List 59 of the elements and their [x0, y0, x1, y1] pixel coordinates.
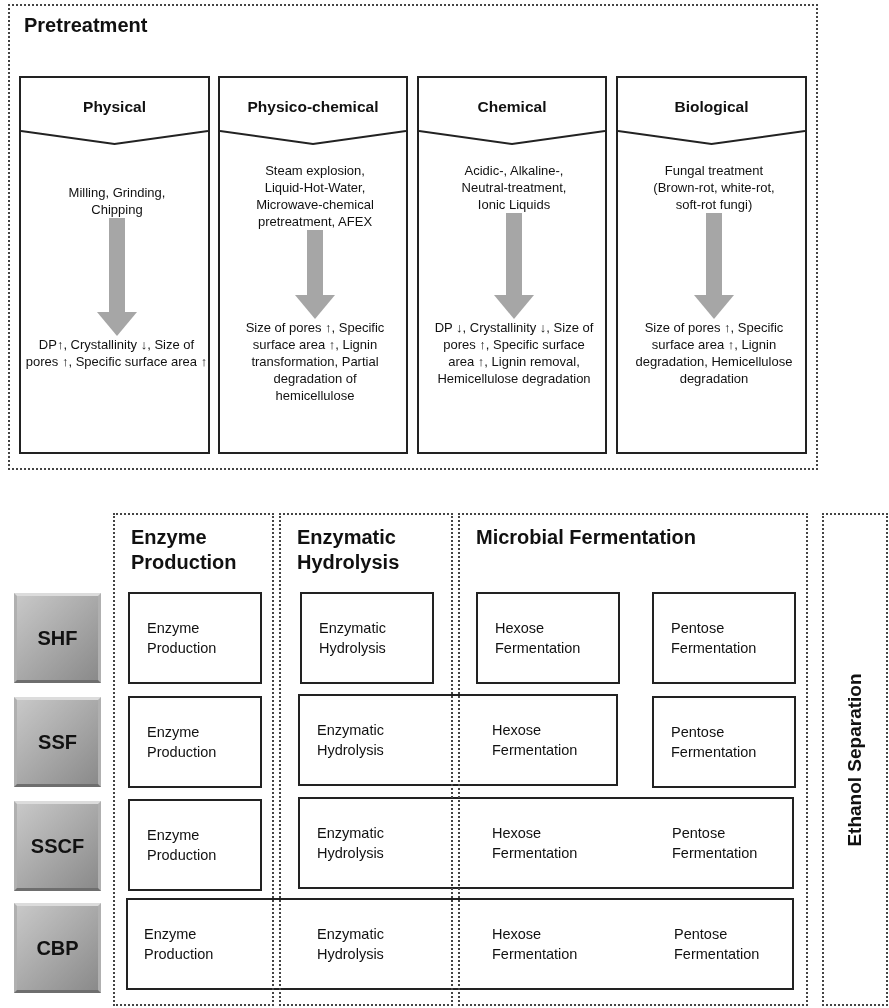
card-heading: Chemical	[476, 98, 548, 116]
process-box	[652, 592, 796, 684]
category-card	[616, 76, 807, 454]
card-heading: Biological	[673, 98, 750, 116]
box-text: Enzymatic Hydrolysis	[317, 925, 384, 964]
description-text: Steam explosion, Liquid-Hot-Water, Microwave-chemical pretreatment, AFEX	[250, 162, 380, 230]
column-heading: Enzymatic Hydrolysis	[297, 525, 401, 575]
box-text: Hexose Fermentation	[495, 619, 581, 658]
box-text: Enzymatic Hydrolysis	[317, 721, 384, 760]
column-heading: Enzyme Production	[131, 525, 238, 575]
column-heading: Ethanol Separation	[844, 672, 866, 847]
description-text: Size of pores ↑, Specific surface area ↑, Lignin degradation, Hemicellulose degradation	[634, 319, 794, 387]
description-text: DP ↓, Crystallinity ↓, Size of pores ↑, Specific surface area ↑, Lignin removal, Hemicellulose degradation	[434, 319, 594, 387]
block-arrow	[295, 230, 335, 319]
box-text: Enzyme Production	[147, 826, 217, 865]
process-box	[128, 696, 262, 788]
description-text: Milling, Grinding, Chipping	[61, 184, 173, 218]
process-box	[300, 592, 434, 684]
scheme-tile: SSF	[14, 697, 101, 787]
card-heading: Physical	[82, 98, 147, 116]
category-card	[19, 76, 210, 454]
stage-column	[822, 513, 888, 1006]
scheme-tile: SHF	[14, 593, 101, 683]
card-heading: Physico-chemical	[246, 98, 380, 116]
process-box	[652, 696, 796, 788]
stage-column	[113, 513, 274, 1006]
scheme-tile: SSCF	[14, 801, 101, 891]
block-arrow	[494, 213, 534, 319]
box-text: Pentose Fermentation	[672, 824, 758, 863]
stage-column	[458, 513, 808, 1006]
box-text: Hexose Fermentation	[492, 824, 578, 863]
process-box	[298, 694, 618, 786]
block-arrow	[97, 218, 137, 336]
description-text: Fungal treatment (Brown-rot, white-rot, soft-rot fungi)	[644, 162, 784, 213]
box-text: Hexose Fermentation	[492, 925, 578, 964]
box-text: Enzymatic Hydrolysis	[319, 619, 386, 658]
description-text: Size of pores ↑, Specific surface area ↑, Lignin transformation, Partial degradation of hemicellulose	[235, 319, 395, 404]
box-text: Pentose Fermentation	[671, 723, 757, 762]
scheme-tile: CBP	[14, 903, 101, 993]
block-arrow	[694, 213, 734, 319]
category-card	[417, 76, 607, 454]
process-box	[128, 799, 262, 891]
category-card	[218, 76, 408, 454]
box-text: Pentose Fermentation	[674, 925, 760, 964]
process-box	[476, 592, 620, 684]
process-box	[126, 898, 794, 990]
box-text: Pentose Fermentation	[671, 619, 757, 658]
box-text: Enzyme Production	[144, 925, 214, 964]
box-text: Hexose Fermentation	[492, 721, 578, 760]
box-text: Enzyme Production	[147, 619, 217, 658]
description-text: Acidic-, Alkaline-, Neutral-treatment, Ionic Liquids	[449, 162, 579, 213]
process-box	[298, 797, 794, 889]
box-text: Enzymatic Hydrolysis	[317, 824, 384, 863]
dotted-panel	[8, 4, 818, 470]
column-heading: Microbial Fermentation	[476, 525, 698, 550]
process-box	[128, 592, 262, 684]
description-text: DP↑, Crystallinity ↓, Size of pores ↑, Specific surface area ↑	[25, 336, 208, 370]
box-text: Enzyme Production	[147, 723, 217, 762]
panel-heading: Pretreatment	[24, 14, 148, 37]
